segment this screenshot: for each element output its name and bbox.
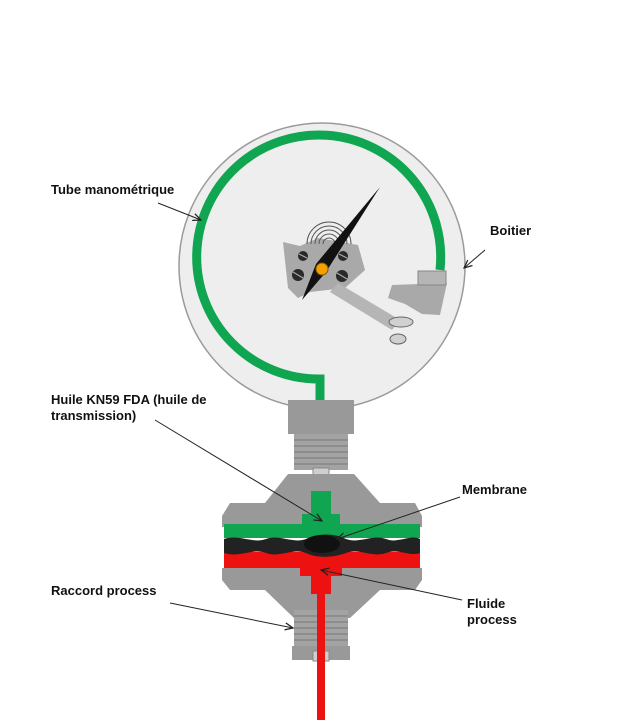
label-huile-line1: Huile KN59 FDA (huile de [51,392,207,407]
process-fluid-line [317,594,325,720]
oil-chamber [302,514,340,528]
label-boitier: Boitier [490,223,532,238]
leader-lines [154,202,486,628]
arrow-membrane [337,496,461,539]
arrow-boitier [464,249,486,268]
screw-icon [336,270,348,282]
pivot-icon [315,262,329,276]
label-huile-line2: transmission) [51,408,137,423]
screw-icon [292,269,304,281]
link-arm [330,283,400,330]
arrow-fluide [321,570,463,601]
arrow-raccord [169,602,293,628]
arrow-huile [154,419,322,521]
label-membrane: Membrane [462,482,528,497]
label-fluide-line2: process [467,612,517,627]
label-raccord-process: Raccord process [51,583,157,598]
link-joint [388,316,414,328]
link-joint [389,333,407,345]
process-connection [292,594,350,720]
tube-tip [417,270,447,286]
screw-icon [338,251,348,261]
screw-icon [298,251,308,261]
thread-lines [294,439,348,465]
movement [283,187,447,345]
socket-block [388,283,447,315]
socket-hex [288,400,354,434]
label-tube-manometrique: Tube manométrique [51,182,175,197]
membrane-center [304,535,340,553]
arrow-tube [157,202,201,220]
gauge-socket [288,400,354,477]
bourdon-tube [192,130,446,520]
label-fluide-line1: Fluide [467,596,506,611]
